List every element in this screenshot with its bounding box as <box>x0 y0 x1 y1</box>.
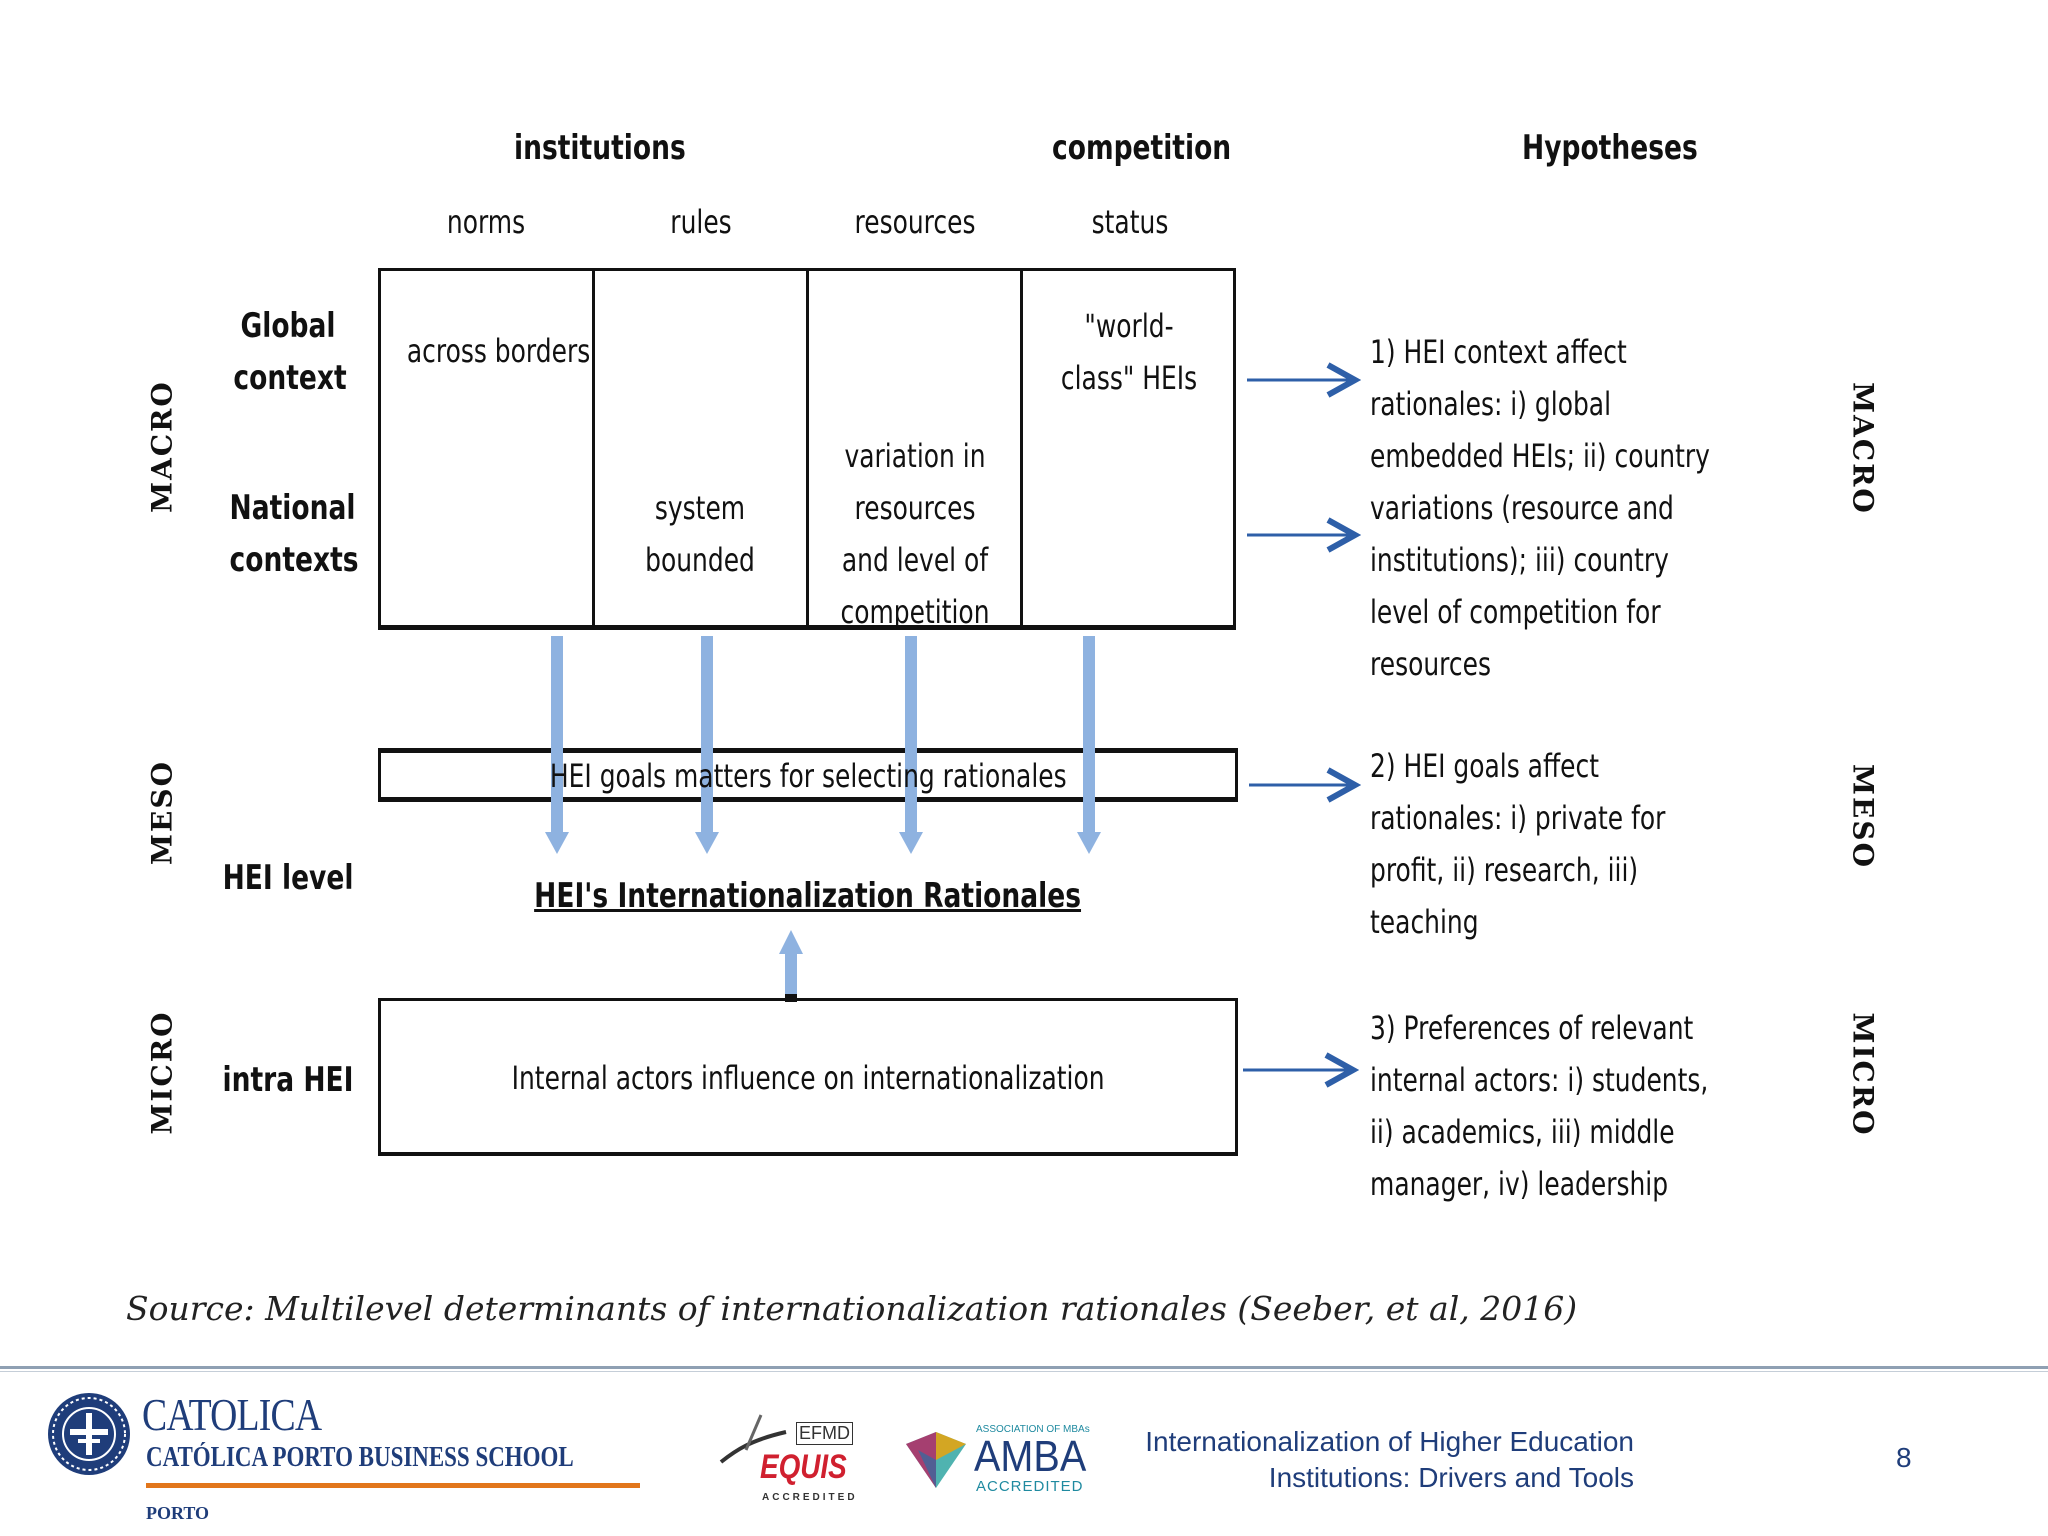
equis-label: EQUIS <box>760 1448 847 1486</box>
meso-box <box>378 748 1238 802</box>
down-arrow-icon <box>899 636 923 854</box>
cell-norms: across borders <box>406 332 591 370</box>
footer-title-line1: Internationalization of Higher Education <box>1145 1426 1634 1457</box>
equis-swoosh-icon <box>719 1414 787 1464</box>
row-label-global-context: Global context <box>233 306 347 398</box>
logo-orange-bar <box>146 1483 640 1488</box>
row-label-intra-hei: intra HEI <box>222 1060 354 1100</box>
amba-label: AMBA <box>974 1432 1087 1481</box>
footer-title: Internationalization of Higher Education… <box>1100 1424 1634 1496</box>
equis-top-label: EFMD <box>796 1422 853 1445</box>
rationales-label: HEI's Internationalization Rationales <box>534 876 1082 916</box>
cell-resources: variation in resources and level of comp… <box>840 437 990 631</box>
footer-title-line2: Institutions: Drivers and Tools <box>1268 1462 1634 1493</box>
table-divider <box>806 268 809 630</box>
down-arrow-icon <box>545 636 569 854</box>
amba-diamond-icon <box>906 1432 966 1488</box>
catolica-seal-icon <box>48 1393 130 1475</box>
equis-logo: EFMD EQUIS ACCREDITED <box>716 1400 866 1508</box>
footer-divider-thin <box>0 1371 2048 1372</box>
subheader-norms: norms <box>446 203 526 241</box>
logo-school-name: CATÓLICA PORTO BUSINESS SCHOOL <box>146 1442 574 1473</box>
up-arrow-icon <box>779 930 803 1002</box>
amba-sub-label: ACCREDITED <box>976 1478 1084 1495</box>
amba-top-label: ASSOCIATION OF MBAs <box>976 1424 1090 1435</box>
header-institutions: institutions <box>514 128 686 168</box>
table-divider <box>1020 268 1023 630</box>
down-arrow-icon <box>695 636 719 854</box>
cell-status: "world-class" HEIs <box>1060 307 1198 397</box>
micro-box-label: Internal actors influence on internation… <box>511 1059 1105 1097</box>
logo-city: PORTO <box>146 1503 210 1523</box>
meso-box-label: HEI goals matters for selecting rational… <box>549 757 1067 795</box>
header-hypotheses: Hypotheses <box>1522 128 1698 168</box>
micro-box <box>378 998 1238 1156</box>
hypothesis-1: 1) HEI context affect rationales: i) glo… <box>1370 333 1710 683</box>
hypothesis-3: 3) Preferences of relevant internal acto… <box>1370 1009 1709 1203</box>
footer-divider <box>0 1366 2048 1369</box>
amba-logo: ASSOCIATION OF MBAs AMBA ACCREDITED <box>898 1424 1098 1496</box>
hypothesis-2: 2) HEI goals affect rationales: i) priva… <box>1370 747 1666 941</box>
logo-catolica: CATOLICA <box>142 1389 322 1440</box>
subheader-resources: resources <box>854 203 976 241</box>
subheader-status: status <box>1091 203 1169 241</box>
page-number: 8 <box>1896 1442 1912 1473</box>
header-competition: competition <box>1052 128 1232 168</box>
subheader-rules: rules <box>670 203 732 241</box>
equis-sub-label: ACCREDITED <box>762 1492 858 1503</box>
table-divider <box>592 268 595 630</box>
down-arrow-icon <box>1077 636 1101 854</box>
source-citation: Source: Multilevel determinants of inter… <box>126 1289 1578 1328</box>
row-label-hei-level: HEI level <box>222 858 354 898</box>
cell-rules: system bounded <box>645 489 755 579</box>
row-label-national-contexts: National contexts <box>229 488 359 580</box>
